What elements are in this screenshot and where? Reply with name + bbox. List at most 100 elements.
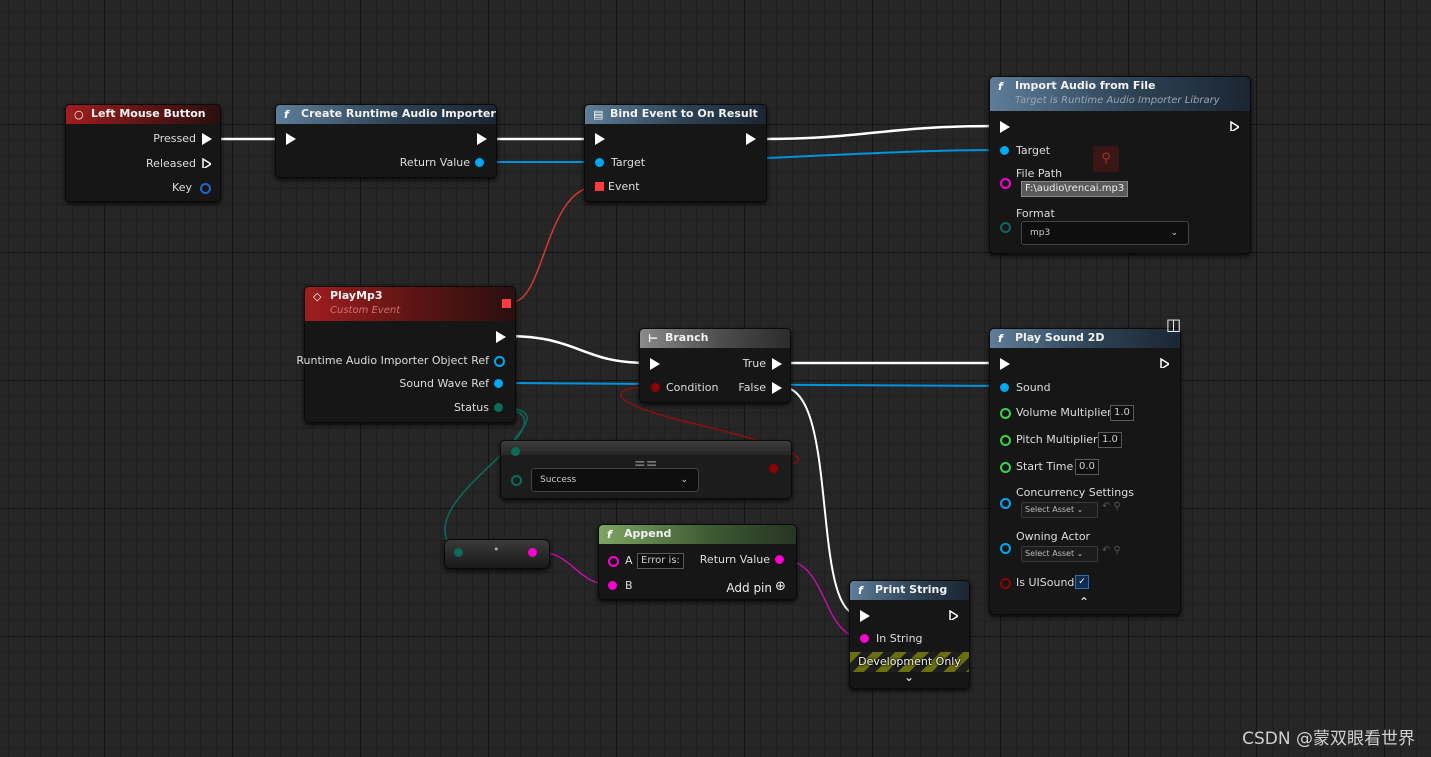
is-ui-sound-pin[interactable] — [1000, 578, 1011, 589]
target-pin[interactable] — [595, 158, 604, 167]
select-asset-text: Select Asset — [1025, 505, 1075, 514]
sound-pin[interactable] — [1000, 383, 1009, 392]
file-path-label: File Path — [1016, 167, 1063, 180]
watermark: CSDN @蒙双眼看世界 — [1242, 729, 1415, 749]
start-time-pin[interactable] — [1000, 462, 1011, 473]
status-pin[interactable] — [494, 403, 503, 412]
search-icon[interactable]: ⚲ — [1093, 146, 1119, 172]
pressed-exec-pin[interactable] — [202, 133, 212, 145]
exec-wire — [759, 124, 999, 141]
a-input[interactable]: Error is: — [637, 553, 684, 569]
a-pin[interactable] — [608, 556, 619, 567]
play-sound-2d-node[interactable]: f Play Sound 2D Sound Volume Multiplier … — [989, 328, 1181, 615]
append-node[interactable]: f Append A Error is: Return Value B Add … — [598, 524, 797, 600]
playmp3-custom-event-node[interactable]: ◇ PlayMp3 Custom Event Runtime Audio Imp… — [296, 286, 516, 423]
enum-dropdown[interactable]: Success ⌄ — [531, 468, 699, 492]
sound-pin-label: Sound — [1016, 381, 1051, 394]
node-header — [305, 287, 515, 321]
collapse-arrow-icon[interactable]: ⌃ — [1079, 595, 1090, 609]
node-subtitle: Target is Runtime Audio Importer Library — [1015, 95, 1220, 106]
is-ui-sound-checkbox[interactable]: ✓ — [1075, 575, 1089, 589]
left-mouse-button-node[interactable]: ○ Left Mouse Button Pressed Released Key — [65, 104, 221, 202]
node-header — [990, 329, 1180, 348]
node-title: Bind Event to On Result — [610, 107, 758, 120]
expand-arrow-icon[interactable]: ⌄ — [904, 670, 915, 684]
event-delegate-pin[interactable] — [502, 299, 511, 308]
sound-wave-ref-pin[interactable] — [494, 379, 503, 388]
node-title: Branch — [665, 331, 709, 344]
node-header — [990, 77, 1250, 111]
return-value-pin[interactable] — [475, 158, 484, 167]
branch-node[interactable]: ⊢ Branch True Condition False — [639, 328, 791, 403]
released-exec-pin[interactable] — [202, 158, 211, 168]
exec-in-pin[interactable] — [286, 133, 296, 145]
concurrency-label: Concurrency Settings — [1016, 486, 1134, 499]
owning-actor-asset-select[interactable]: Select Asset ⌄ — [1021, 546, 1098, 562]
event-pin-label: Event — [608, 180, 640, 193]
format-dropdown[interactable]: mp3 ⌄ — [1021, 221, 1189, 245]
concurrency-pin[interactable] — [1000, 498, 1011, 509]
exec-in-pin[interactable] — [595, 133, 605, 145]
concurrency-asset-select[interactable]: Select Asset ⌄ — [1021, 502, 1098, 518]
true-exec-pin[interactable] — [772, 358, 782, 370]
return-value-pin[interactable] — [775, 555, 784, 564]
volume-pin[interactable] — [1000, 408, 1011, 419]
file-path-input[interactable]: F:\audio\rencai.mp3 — [1021, 181, 1129, 197]
import-audio-from-file-node[interactable]: f Import Audio from File Target is Runti… — [989, 76, 1251, 254]
importer-ref-pin[interactable] — [494, 356, 505, 367]
volume-input[interactable]: 1.0 — [1110, 405, 1134, 421]
bind-icon: ▤ — [593, 108, 604, 121]
exec-out-pin[interactable] — [496, 331, 506, 343]
start-time-input[interactable]: 0.0 — [1075, 459, 1099, 475]
enum-b-pin[interactable] — [511, 475, 522, 486]
pitch-pin[interactable] — [1000, 435, 1011, 446]
in-string-pin[interactable] — [860, 634, 869, 643]
node-title: Import Audio from File — [1015, 79, 1156, 92]
node-header — [599, 525, 796, 544]
exec-out-pin[interactable] — [949, 610, 958, 620]
target-pin[interactable] — [1000, 146, 1009, 155]
exec-in-pin[interactable] — [860, 610, 870, 622]
file-path-pin[interactable] — [1000, 178, 1011, 189]
pitch-input[interactable]: 1.0 — [1098, 432, 1122, 448]
add-pin-plus-icon[interactable]: ⊕ — [775, 579, 786, 594]
client-only-icon: ◫ — [1166, 315, 1182, 334]
exec-in-pin[interactable] — [650, 358, 660, 370]
false-exec-pin[interactable] — [772, 382, 782, 394]
function-icon: f — [858, 584, 863, 597]
owning-actor-pin[interactable] — [1000, 543, 1011, 554]
result-bool-pin[interactable] — [769, 464, 778, 473]
bind-event-node[interactable]: ▤ Bind Event to On Result Target Event — [584, 104, 767, 202]
print-string-node[interactable]: f Print String In String Development Onl… — [849, 580, 970, 689]
function-icon: f — [998, 80, 1003, 93]
node-title: Create Runtime Audio Importer — [301, 107, 496, 120]
function-icon: f — [607, 528, 612, 541]
node-header — [501, 441, 791, 455]
create-runtime-audio-importer-node[interactable]: f Create Runtime Audio Importer Return V… — [275, 104, 497, 178]
key-pin[interactable] — [200, 183, 211, 194]
exec-out-pin[interactable] — [1160, 358, 1169, 368]
b-pin[interactable] — [608, 581, 617, 590]
reroute-node[interactable]: • — [444, 539, 550, 569]
exec-out-pin[interactable] — [746, 133, 756, 145]
exec-out-pin[interactable] — [477, 133, 487, 145]
asset-buttons-icon[interactable]: ↶ ⚲ — [1102, 545, 1121, 556]
output-pin[interactable] — [528, 548, 537, 557]
exec-out-pin[interactable] — [1230, 121, 1239, 131]
format-pin[interactable] — [1000, 222, 1011, 233]
branch-icon: ⊢ — [648, 332, 659, 345]
node-title: PlayMp3 — [330, 289, 383, 302]
asset-buttons-icon[interactable]: ↶ ⚲ — [1102, 501, 1121, 512]
exec-in-pin[interactable] — [1000, 358, 1010, 370]
add-pin-label[interactable]: Add pin — [726, 581, 772, 595]
pitch-label: Pitch Multiplier — [1016, 433, 1098, 446]
enum-a-pin[interactable] — [511, 447, 520, 456]
condition-pin-label: Condition — [666, 381, 719, 394]
exec-in-pin[interactable] — [1000, 121, 1010, 133]
equal-enum-node[interactable]: == Success ⌄ — [500, 440, 792, 499]
input-pin[interactable] — [454, 548, 463, 557]
event-pin[interactable] — [595, 182, 604, 191]
condition-pin[interactable] — [651, 383, 660, 392]
function-icon: f — [998, 332, 1003, 345]
